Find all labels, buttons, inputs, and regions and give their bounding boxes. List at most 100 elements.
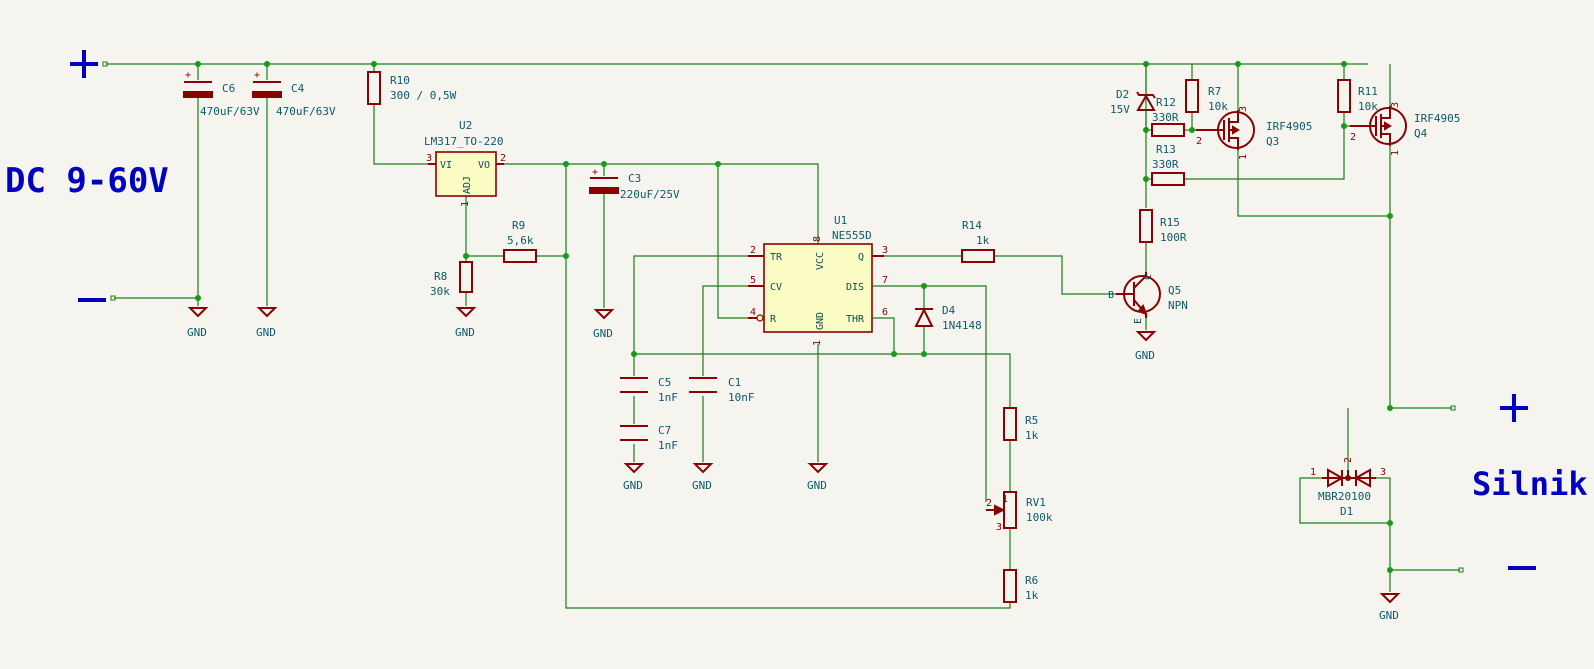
capacitor-c1[interactable]: C1 10nF xyxy=(689,376,755,404)
svg-text:GND: GND xyxy=(593,327,613,340)
svg-text:300 / 0,5W: 300 / 0,5W xyxy=(390,89,457,102)
svg-text:3: 3 xyxy=(882,245,888,256)
mosfet-q3[interactable]: 2 3 1 IRF4905 Q3 xyxy=(1196,106,1312,160)
svg-text:IRF4905: IRF4905 xyxy=(1266,120,1312,133)
svg-text:470uF/63V: 470uF/63V xyxy=(200,105,260,118)
svg-text:GND: GND xyxy=(815,312,826,330)
svg-text:R12: R12 xyxy=(1156,96,1176,109)
svg-text:D2: D2 xyxy=(1116,88,1129,101)
resistor-r5[interactable]: R5 1k xyxy=(1003,407,1039,442)
svg-text:3: 3 xyxy=(1380,467,1386,478)
svg-text:7: 7 xyxy=(882,275,888,286)
gnd-c6: GND xyxy=(187,307,209,339)
svg-text:R6: R6 xyxy=(1025,574,1038,587)
svg-text:8: 8 xyxy=(812,236,823,242)
svg-text:4: 4 xyxy=(750,307,756,318)
svg-text:1: 1 xyxy=(1310,467,1316,478)
svg-text:1nF: 1nF xyxy=(658,439,678,452)
svg-text:U2: U2 xyxy=(459,119,472,132)
wires xyxy=(106,63,1460,609)
svg-text:10nF: 10nF xyxy=(728,391,755,404)
svg-text:R: R xyxy=(770,314,777,325)
input-terminals: DC 9-60V xyxy=(5,50,169,302)
svg-text:TR: TR xyxy=(770,252,783,263)
resistor-r11[interactable]: R11 10k xyxy=(1337,79,1378,113)
svg-text:10k: 10k xyxy=(1358,100,1378,113)
svg-text:C3: C3 xyxy=(628,172,641,185)
svg-text:GND: GND xyxy=(256,326,276,339)
zener-d2[interactable]: D2 15V xyxy=(1110,64,1156,130)
svg-text:GND: GND xyxy=(623,479,643,492)
timer-u1[interactable]: TR CV R VCC GND Q DIS THR 2 5 4 3 7 6 8 … xyxy=(748,214,888,346)
resistor-r15[interactable]: R15 100R xyxy=(1139,209,1187,244)
gnd-c1: GND xyxy=(692,463,714,492)
svg-text:100R: 100R xyxy=(1160,231,1187,244)
transistor-q5[interactable]: B C E Q5 NPN xyxy=(1108,272,1188,324)
svg-text:U1: U1 xyxy=(834,214,847,227)
svg-text:10k: 10k xyxy=(1208,100,1228,113)
junctions xyxy=(195,61,1393,573)
svg-text:470uF/63V: 470uF/63V xyxy=(276,105,336,118)
resistor-r10[interactable]: R10 300 / 0,5W xyxy=(367,71,457,105)
svg-text:C7: C7 xyxy=(658,424,671,437)
resistor-r12[interactable]: R12 330R xyxy=(1151,96,1185,137)
svg-text:C4: C4 xyxy=(291,82,305,95)
svg-text:2: 2 xyxy=(500,153,506,164)
diode-d4[interactable]: D4 1N4148 xyxy=(914,304,982,332)
svg-text:NE555D: NE555D xyxy=(832,229,872,242)
capacitor-c5[interactable]: C5 1nF xyxy=(620,376,678,404)
svg-text:3: 3 xyxy=(1238,106,1249,112)
motor-terminals: Silnik xyxy=(1450,394,1588,573)
svg-text:3: 3 xyxy=(1390,102,1401,108)
svg-text:VO: VO xyxy=(478,160,490,171)
svg-text:IRF4905: IRF4905 xyxy=(1414,112,1460,125)
svg-text:NPN: NPN xyxy=(1168,299,1188,312)
svg-text:1: 1 xyxy=(460,201,471,207)
svg-text:+: + xyxy=(185,70,191,81)
gnd-d1: GND xyxy=(1379,593,1401,622)
svg-text:2: 2 xyxy=(986,498,992,509)
svg-text:1: 1 xyxy=(1002,494,1008,505)
svg-text:Q: Q xyxy=(858,252,864,263)
regulator-u2[interactable]: VI VO ADJ 3 2 1 U2 LM317_TO-220 xyxy=(424,119,506,207)
gnd-q5: GND xyxy=(1135,331,1157,362)
svg-text:100k: 100k xyxy=(1026,511,1053,524)
dc-input-label: DC 9-60V xyxy=(5,161,169,201)
gnd-symbols: GND GND GND GND GND GND GND GND GND xyxy=(187,307,1401,622)
svg-text:2: 2 xyxy=(1350,132,1356,143)
svg-text:+: + xyxy=(254,70,260,81)
svg-text:Q3: Q3 xyxy=(1266,135,1279,148)
svg-text:THR: THR xyxy=(846,314,865,325)
potentiometer-rv1[interactable]: 2 1 3 RV1 100k xyxy=(986,491,1053,533)
svg-text:R8: R8 xyxy=(434,270,447,283)
svg-text:R14: R14 xyxy=(962,219,982,232)
svg-text:C1: C1 xyxy=(728,376,741,389)
capacitor-c7[interactable]: C7 1nF xyxy=(620,424,678,452)
svg-text:C: C xyxy=(1143,274,1154,280)
svg-text:220uF/25V: 220uF/25V xyxy=(620,188,680,201)
svg-text:5,6k: 5,6k xyxy=(507,234,534,247)
svg-text:R13: R13 xyxy=(1156,143,1176,156)
diode-d1[interactable]: 1 3 2 MBR20100 D1 xyxy=(1310,457,1386,518)
resistor-r13[interactable]: R13 330R xyxy=(1151,143,1185,186)
svg-text:1k: 1k xyxy=(1025,429,1039,442)
svg-text:5: 5 xyxy=(750,275,756,286)
capacitor-c6[interactable]: + C6 470uF/63V xyxy=(183,70,260,118)
svg-text:2: 2 xyxy=(1343,457,1354,463)
resistor-r9[interactable]: R9 5,6k xyxy=(503,219,537,263)
resistor-r7[interactable]: R7 10k xyxy=(1185,79,1228,113)
svg-text:R15: R15 xyxy=(1160,216,1180,229)
resistor-r8[interactable]: R8 30k xyxy=(430,261,473,298)
resistor-r6[interactable]: R6 1k xyxy=(1003,569,1039,603)
mosfet-q4[interactable]: 2 3 1 IRF4905 Q4 xyxy=(1350,102,1460,156)
capacitor-c4[interactable]: + C4 470uF/63V xyxy=(252,70,336,118)
svg-text:GND: GND xyxy=(455,326,475,339)
capacitor-c3[interactable]: + C3 220uF/25V xyxy=(589,167,680,201)
svg-text:CV: CV xyxy=(770,282,782,293)
svg-text:R11: R11 xyxy=(1358,85,1378,98)
svg-text:1: 1 xyxy=(812,340,823,346)
gnd-c4: GND xyxy=(256,307,278,339)
svg-text:1: 1 xyxy=(1238,154,1249,160)
resistor-r14[interactable]: R14 1k xyxy=(961,219,995,263)
